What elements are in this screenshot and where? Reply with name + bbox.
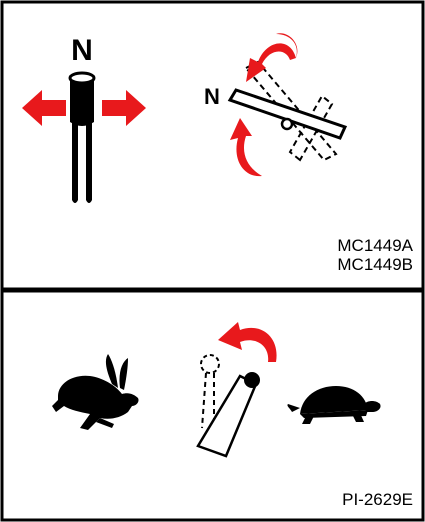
compass-needle: N bbox=[204, 33, 348, 177]
code-pi2629e: PI-2629E bbox=[342, 490, 413, 509]
curved-arrow-bottom-icon bbox=[230, 118, 262, 177]
top-panel: N N MC1449A bbox=[0, 0, 425, 291]
bottom-panel: PI-2629E bbox=[0, 289, 425, 522]
turtle-icon bbox=[287, 386, 381, 424]
pointer-mechanism bbox=[196, 322, 277, 458]
curved-arrow-top-icon bbox=[246, 43, 296, 82]
rabbit-icon bbox=[52, 354, 139, 430]
bar-magnet: N bbox=[22, 34, 146, 203]
needle-n-label: N bbox=[204, 84, 220, 109]
left-arrow-icon bbox=[22, 90, 66, 126]
code-mc1449b: MC1449B bbox=[337, 255, 413, 274]
curved-arrow-left-icon bbox=[218, 322, 277, 362]
code-mc1449a: MC1449A bbox=[337, 236, 413, 255]
magnet-n-label: N bbox=[71, 34, 93, 67]
right-arrow-icon bbox=[102, 90, 146, 126]
